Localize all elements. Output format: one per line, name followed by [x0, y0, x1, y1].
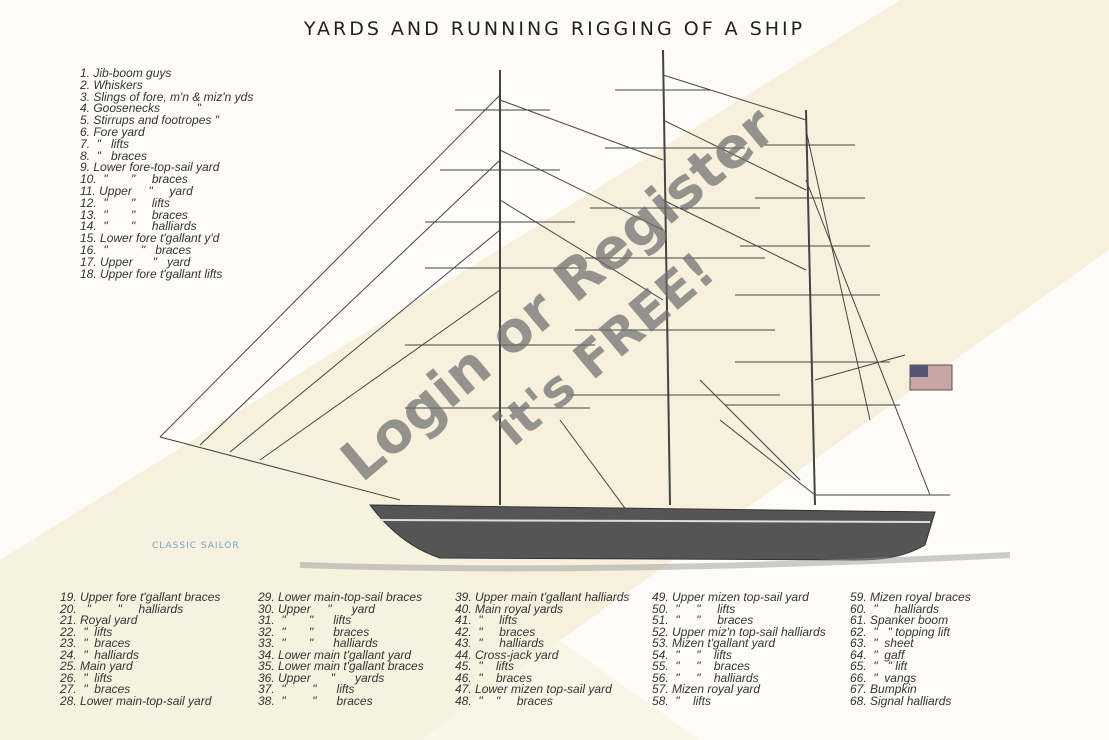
- page-title: YARDS AND RUNNING RIGGING OF A SHIP: [303, 18, 806, 40]
- legend-item: 66. " vangs: [850, 670, 917, 685]
- legend-item: 56. " " halliards: [652, 670, 759, 685]
- legend-item: 25. Main yard: [60, 659, 133, 673]
- legend-item: 53. Mizen t'gallant yard: [652, 636, 776, 650]
- legend-item: 14. " " halliards: [80, 219, 197, 234]
- legend-item: 27. " braces: [60, 682, 131, 696]
- legend-item: 38. " " braces: [258, 693, 373, 708]
- legend-item: 33. " " halliards: [258, 636, 378, 650]
- legend-item: 42. " braces: [455, 624, 536, 639]
- legend-item: 22. " lifts: [60, 624, 113, 639]
- legend-item: 21. Royal yard: [60, 613, 138, 627]
- classic-sailor-logo: CLASSIC SAILOR: [152, 541, 240, 551]
- legend-item: 23. " braces: [60, 636, 131, 650]
- legend-item: 11. Upper " yard: [80, 183, 193, 198]
- legend-item: 18. Upper fore t'gallant lifts: [80, 266, 223, 281]
- legend-item: 35. Lower main t'gallant braces: [258, 659, 424, 673]
- legend-item: 13. " " braces: [80, 207, 188, 222]
- legend-item: 6. Fore yard: [80, 124, 145, 139]
- legend-item: 43. " halliards: [455, 636, 544, 650]
- legend-item: 20. " " halliards: [60, 601, 184, 616]
- legend-item: 59. Mizen royal braces: [850, 590, 971, 604]
- legend-item: 19. Upper fore t'gallant braces: [60, 590, 221, 604]
- legend-item: 65. " " lift: [850, 659, 908, 673]
- legend-item: 30. Upper " yard: [258, 601, 375, 616]
- legend-item: 49. Upper mizen top-sail yard: [652, 590, 809, 604]
- legend-item: 2. Whiskers: [80, 77, 143, 92]
- legend-item: 64. " gaff: [850, 647, 905, 662]
- legend-item: 44. Cross-jack yard: [455, 647, 559, 662]
- legend-item: 57. Mizen royal yard: [652, 682, 761, 696]
- legend-item: 34. Lower main t'gallant yard: [258, 647, 412, 662]
- legend-item: 39. Upper main t'gallant halliards: [455, 590, 630, 604]
- legend-item: 62. " " topping lift: [850, 624, 950, 639]
- legend-item: 41. " lifts: [455, 613, 518, 627]
- legend-item: 63. " sheet: [850, 636, 914, 650]
- legend-item: 17. Upper " yard: [80, 254, 191, 269]
- legend-item: 50. " " lifts: [652, 601, 736, 616]
- legend-item: 47. Lower mizen top-sail yard: [455, 682, 612, 696]
- legend-item: 9. Lower fore-top-sail yard: [80, 160, 220, 175]
- legend-item: 12. " " lifts: [80, 195, 170, 210]
- legend-item: 52. Upper miz'n top-sail halliards: [652, 624, 826, 639]
- legend-item: 31. " " lifts: [258, 613, 352, 627]
- legend-item: 40. Main royal yards: [455, 601, 564, 616]
- legend-item: 51. " " braces: [652, 613, 754, 627]
- legend-item: 15. Lower fore t'gallant y'd: [80, 231, 220, 246]
- legend-item: 4. Goosenecks ": [80, 101, 201, 116]
- legend-item: 1. Jib-boom guys: [80, 66, 172, 80]
- legend-item: 61. Spanker boom: [850, 613, 949, 627]
- legend-item: 46. " braces: [455, 670, 532, 685]
- legend-item: 16. " " braces: [80, 242, 192, 257]
- legend-item: 54. " " lifts: [652, 647, 732, 662]
- legend-item: 3. Slings of fore, m'n & miz'n yds: [80, 89, 254, 104]
- legend-item: 32. " " braces: [258, 624, 370, 639]
- legend-item: 5. Stirrups and footropes ": [80, 113, 220, 128]
- legend-item: 45. " lifts: [455, 659, 514, 673]
- legend-item: 8. " braces: [80, 148, 147, 163]
- legend-item: 68. Signal halliards: [850, 693, 952, 708]
- legend-item: 60. " halliards: [850, 601, 939, 616]
- legend-item: 24. " halliards: [60, 647, 139, 662]
- legend-item: 10. " " braces: [80, 172, 188, 187]
- legend-item: 28. Lower main-top-sail yard: [60, 693, 212, 708]
- legend-item: 55. " " braces: [652, 659, 750, 673]
- legend-item: 26. " lifts: [60, 670, 113, 685]
- legend-item: 36. Upper " yards: [258, 670, 385, 685]
- legend-item: 29. Lower main-top-sail braces: [258, 590, 423, 604]
- legend-item: 48. " " braces: [455, 693, 553, 708]
- legend-item: 58. " lifts: [652, 693, 711, 708]
- legend-item: 7. " lifts: [80, 136, 129, 151]
- legend-item: 37. " " lifts: [258, 682, 355, 696]
- legend-item: 67. Bumpkin: [850, 682, 917, 696]
